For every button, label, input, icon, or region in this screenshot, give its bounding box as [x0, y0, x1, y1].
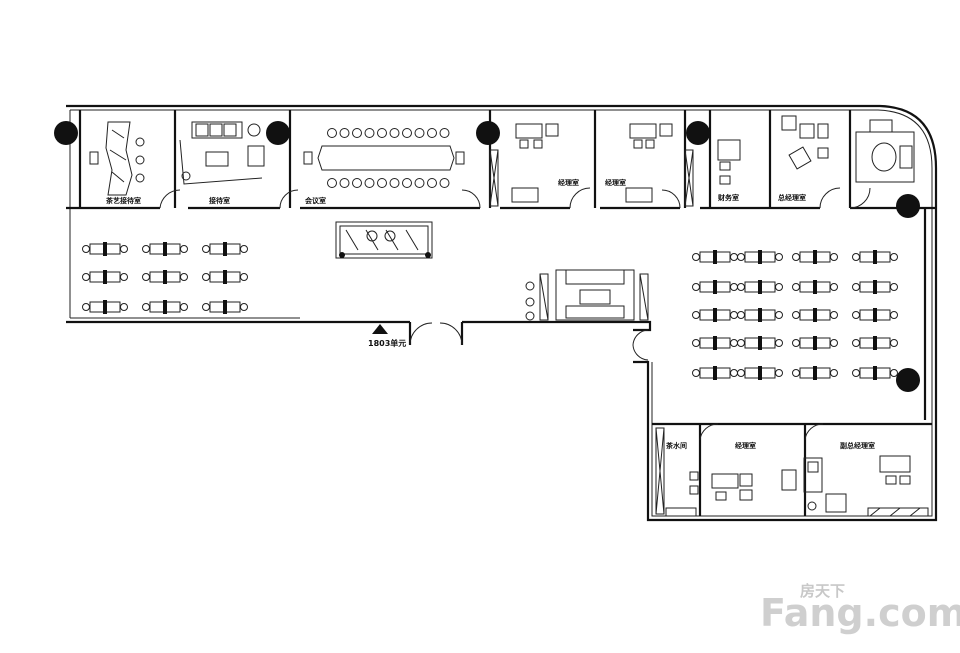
room-label-gm: 总经理室: [778, 193, 806, 202]
right-workstations: [692, 250, 898, 380]
left-workstations: [82, 242, 248, 314]
tea-room-furniture: [89, 121, 145, 196]
room-labels: 茶艺接待室 接待室 会议室 经理室 经理室 财务室 总经理室 茶水间 经理室 副…: [105, 178, 875, 450]
structural-columns: [54, 121, 920, 392]
manager-rooms-furniture: [489, 123, 694, 207]
room-label-finance: 财务室: [717, 193, 739, 202]
reception-furniture: [179, 121, 265, 185]
room-label-manager-1: 经理室: [558, 178, 579, 187]
room-label-pantry: 茶水间: [665, 441, 687, 450]
watermark: 房天下 Fang.com: [760, 582, 960, 635]
watermark-cn: 房天下: [800, 582, 845, 600]
room-label-manager-2: 经理室: [605, 178, 626, 187]
meeting-room-furniture: [303, 128, 465, 188]
entrance-doors: [408, 322, 649, 361]
watermark-en: Fang.com: [760, 591, 960, 635]
room-label-vice-gm: 副总经理室: [840, 441, 875, 450]
room-label-tea: 茶艺接待室: [105, 196, 141, 205]
bottom-rooms-furniture: [665, 455, 929, 517]
central-counter: [335, 221, 433, 259]
lobby-sofa: [525, 269, 649, 321]
finance-room-furniture: [717, 139, 741, 185]
bottom-room-walls: [652, 422, 932, 516]
room-label-reception: 接待室: [209, 196, 230, 205]
room-label-meeting: 会议室: [305, 196, 326, 205]
room-label-manager-3: 经理室: [735, 441, 756, 450]
entry-marker: 1803单元: [368, 324, 406, 348]
entry-label: 1803单元: [368, 338, 406, 348]
gm-room-furniture: [781, 115, 915, 183]
outer-wall: [66, 104, 938, 522]
